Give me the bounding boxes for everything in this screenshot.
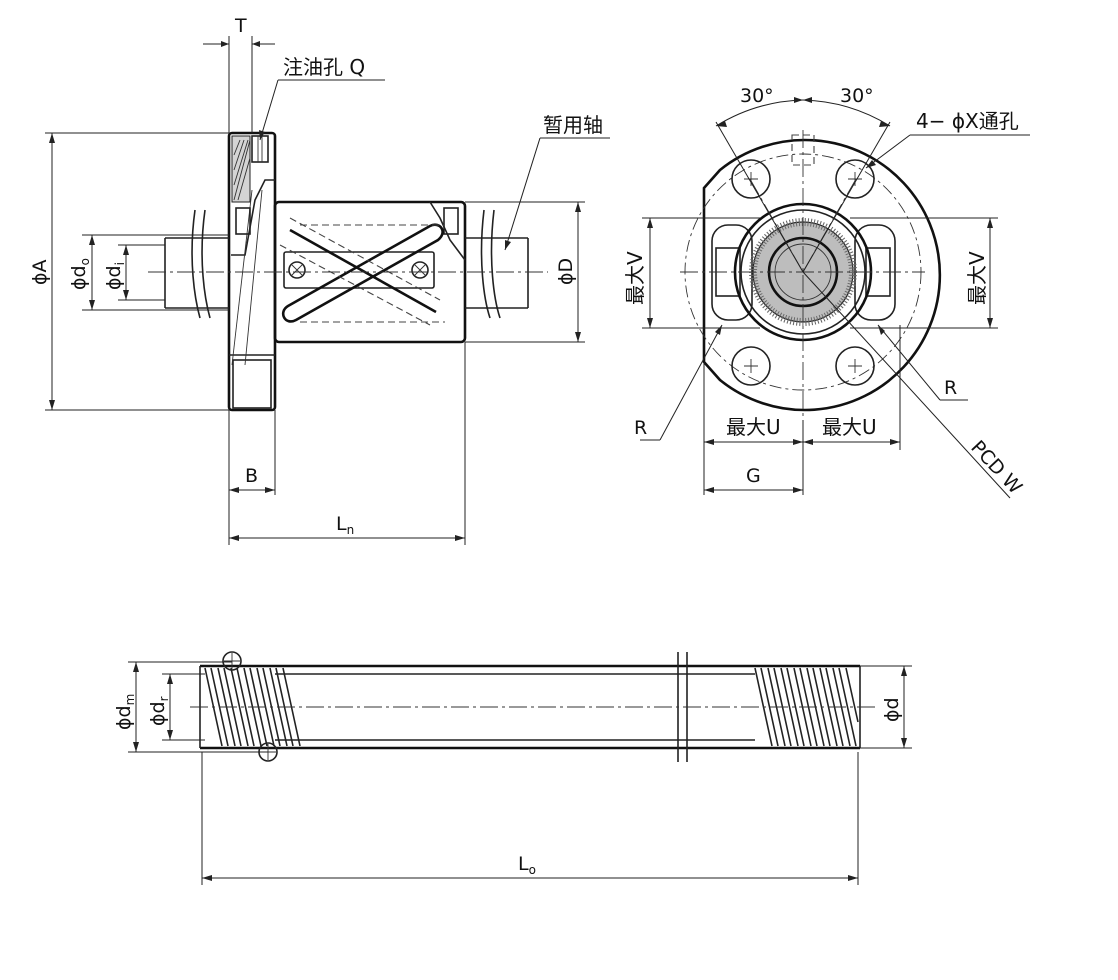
label-Ln: Ln: [336, 513, 354, 537]
label-phidm: ϕdm: [113, 694, 137, 730]
label-temp-shaft: 暂用轴: [543, 113, 603, 137]
label-phiD: ϕD: [555, 258, 577, 285]
label-phidi: ϕdi: [103, 262, 127, 290]
plate-screw-left: [288, 261, 306, 279]
label-T: T: [234, 15, 247, 37]
nut-side-view: [148, 131, 548, 412]
bolt-hole-1: [731, 159, 771, 199]
label-phido: ϕdo: [68, 258, 92, 290]
ball-top: [222, 651, 242, 671]
side-tab-left: [711, 224, 753, 321]
return-plate: [283, 251, 435, 289]
bolt-hole-4: [835, 346, 875, 386]
flange-hatch: [231, 135, 251, 203]
label-R-left: R: [634, 417, 647, 439]
label-phiA: ϕA: [29, 259, 51, 285]
wiper-clip-left: [191, 209, 211, 319]
label-phid: ϕd: [881, 697, 903, 722]
shaft-dimensions: ϕdm ϕdr ϕd Lo: [113, 661, 912, 885]
bolt-hole-3: [731, 346, 771, 386]
label-Lo: Lo: [518, 853, 536, 877]
label-maxV-left: 最大V: [623, 251, 647, 305]
label-oil-hole: 注油孔 Q: [283, 55, 365, 79]
screw-shaft: [190, 651, 875, 762]
label-R-right: R: [944, 377, 957, 399]
label-angle-left: 30°: [740, 85, 774, 107]
label-phidr: ϕdr: [147, 696, 171, 726]
label-maxU-right: 最大U: [822, 415, 877, 439]
label-G: G: [746, 465, 761, 487]
flange-contour: [702, 138, 942, 412]
label-angle-right: 30°: [840, 85, 874, 107]
label-through-hole: 4− ϕX通孔: [916, 109, 1019, 133]
label-B: B: [245, 465, 258, 487]
nut-front-view: [680, 130, 942, 420]
side-view-dimensions: T 注油孔 Q 暂用轴 ϕA ϕdo ϕdi: [29, 15, 610, 545]
label-maxU-left: 最大U: [726, 415, 781, 439]
label-PCDW: PCD W: [966, 436, 1026, 498]
bolt-hole-2: [835, 159, 875, 199]
wiper-clip-right: [480, 209, 501, 319]
label-maxV-right: 最大V: [965, 251, 989, 305]
plate-screw-right: [411, 261, 429, 279]
flange-boss: [232, 359, 272, 409]
